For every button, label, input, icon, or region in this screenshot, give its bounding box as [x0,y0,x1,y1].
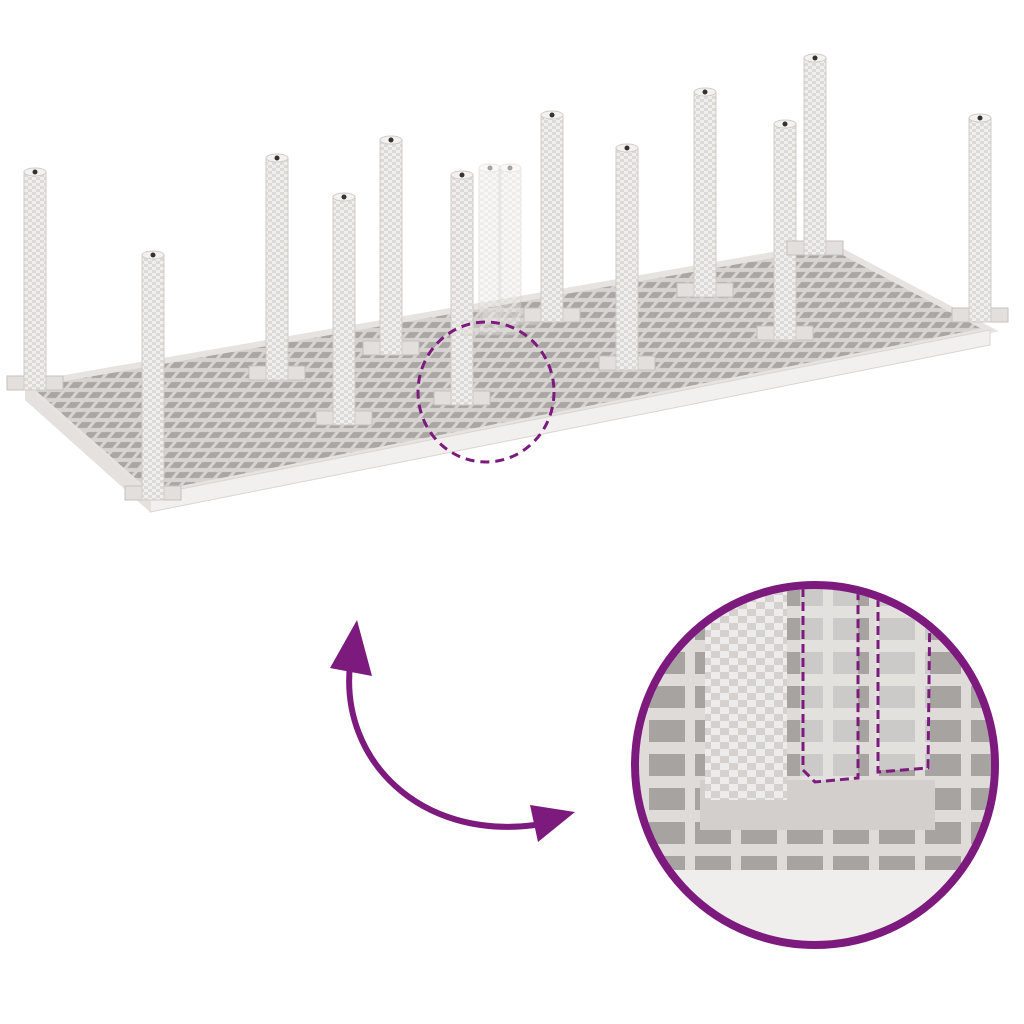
post [756,119,814,341]
post [315,192,373,426]
post [124,250,182,501]
curved-double-arrow-icon [330,620,575,842]
post [523,110,581,323]
post [6,167,64,391]
post [951,113,1009,323]
post [676,87,734,298]
post [433,170,491,406]
post [786,53,844,256]
post [598,143,656,371]
post [362,135,420,356]
post [248,153,306,381]
magnified-detail-inset [631,581,999,949]
shelf-posts [6,53,1009,501]
highlight-circle [416,320,556,464]
